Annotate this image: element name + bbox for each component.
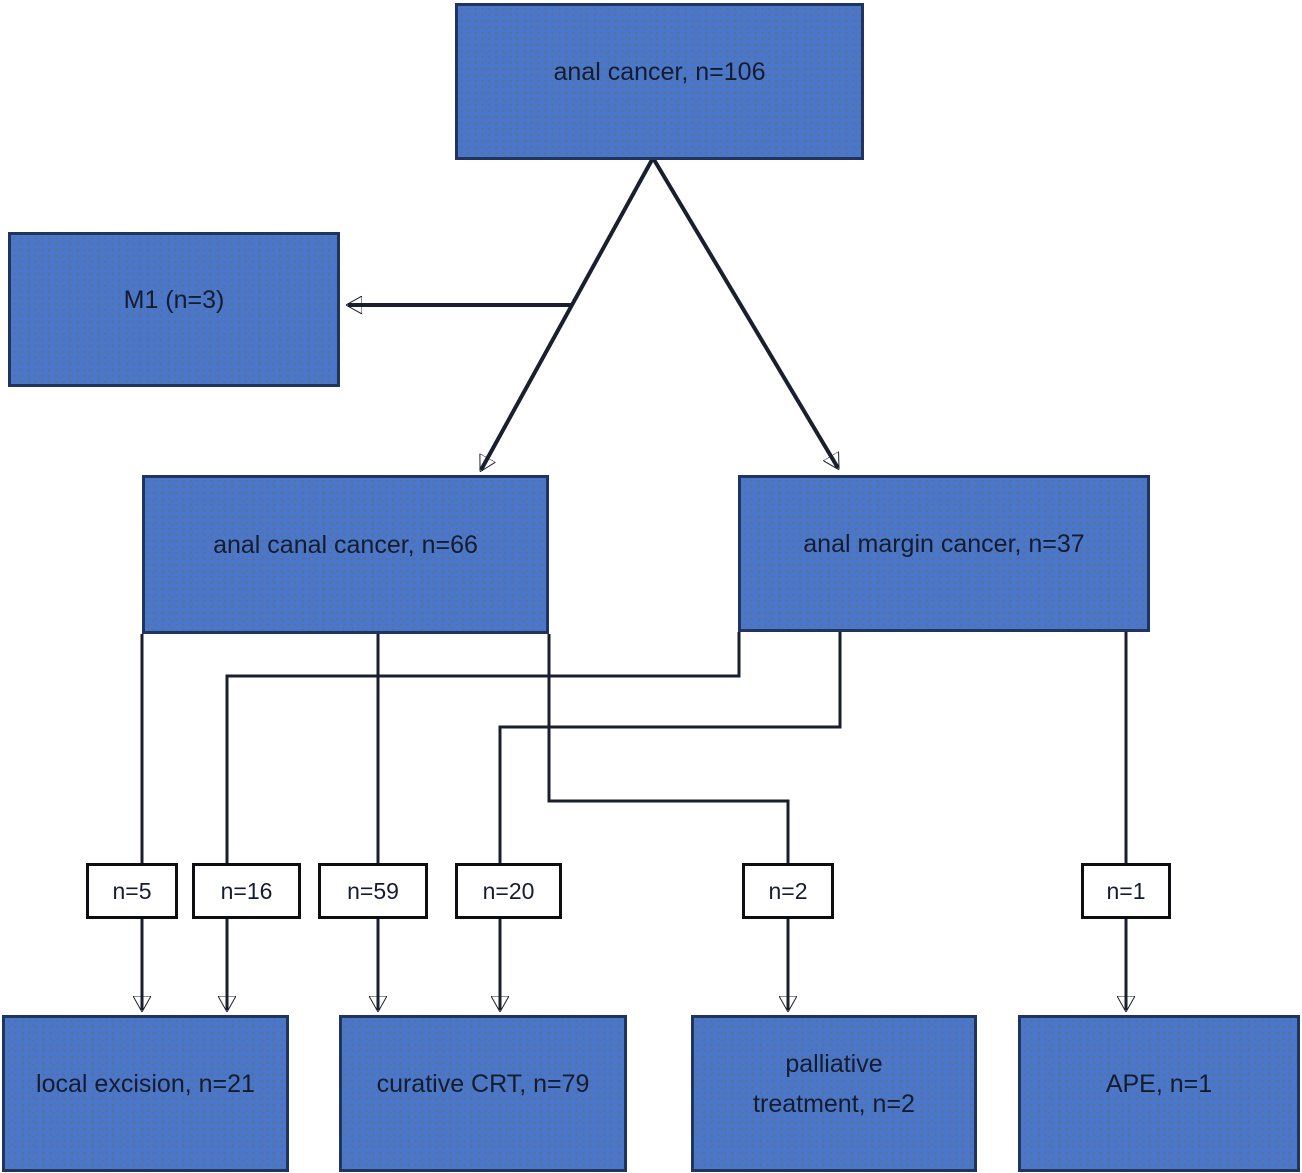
connector-canal-to-palliative (547, 634, 788, 1010)
count-label-n20: n=20 (482, 877, 535, 904)
arrow-root-to-anal-canal (479, 157, 655, 470)
node-anal-margin-cancer: anal margin cancer, n=37 (738, 475, 1150, 632)
node-palliative-treatment-label: palliative treatment, n=2 (753, 1049, 915, 1118)
count-label-n16: n=16 (220, 877, 273, 904)
node-m1-label: M1 (n=3) (123, 285, 225, 314)
node-local-excision: local excision, n=21 (2, 1015, 289, 1172)
node-ape-label: APE, n=1 (1105, 1069, 1213, 1098)
count-label-n59: n=59 (347, 877, 399, 904)
node-anal-margin-cancer-label: anal margin cancer, n=37 (803, 529, 1085, 558)
node-curative-crt-label: curative CRT, n=79 (376, 1069, 590, 1098)
node-curative-crt: curative CRT, n=79 (339, 1015, 627, 1172)
count-box-margin-ape: n=1 (1081, 863, 1171, 919)
count-box-margin-local: n=16 (192, 863, 301, 919)
count-label-n1: n=1 (1106, 877, 1146, 904)
count-label-n5: n=5 (112, 877, 152, 904)
node-anal-canal-cancer-label: anal canal cancer, n=66 (213, 530, 478, 559)
node-anal-canal-cancer: anal canal cancer, n=66 (142, 475, 549, 634)
node-m1: M1 (n=3) (8, 232, 340, 387)
count-box-margin-crt: n=20 (455, 863, 562, 919)
count-box-canal-local: n=5 (86, 863, 178, 919)
count-box-canal-palliative: n=2 (742, 863, 834, 919)
node-ape: APE, n=1 (1018, 1015, 1300, 1172)
node-anal-cancer: anal cancer, n=106 (455, 3, 864, 160)
count-box-canal-crt: n=59 (318, 863, 428, 919)
arrow-root-to-anal-margin (651, 156, 840, 468)
connector-margin-to-local-excision (227, 632, 741, 1010)
node-palliative-treatment: palliative treatment, n=2 (691, 1015, 977, 1172)
node-local-excision-label: local excision, n=21 (36, 1069, 255, 1098)
count-label-n2: n=2 (768, 877, 808, 904)
node-anal-cancer-label: anal cancer, n=106 (553, 57, 766, 86)
